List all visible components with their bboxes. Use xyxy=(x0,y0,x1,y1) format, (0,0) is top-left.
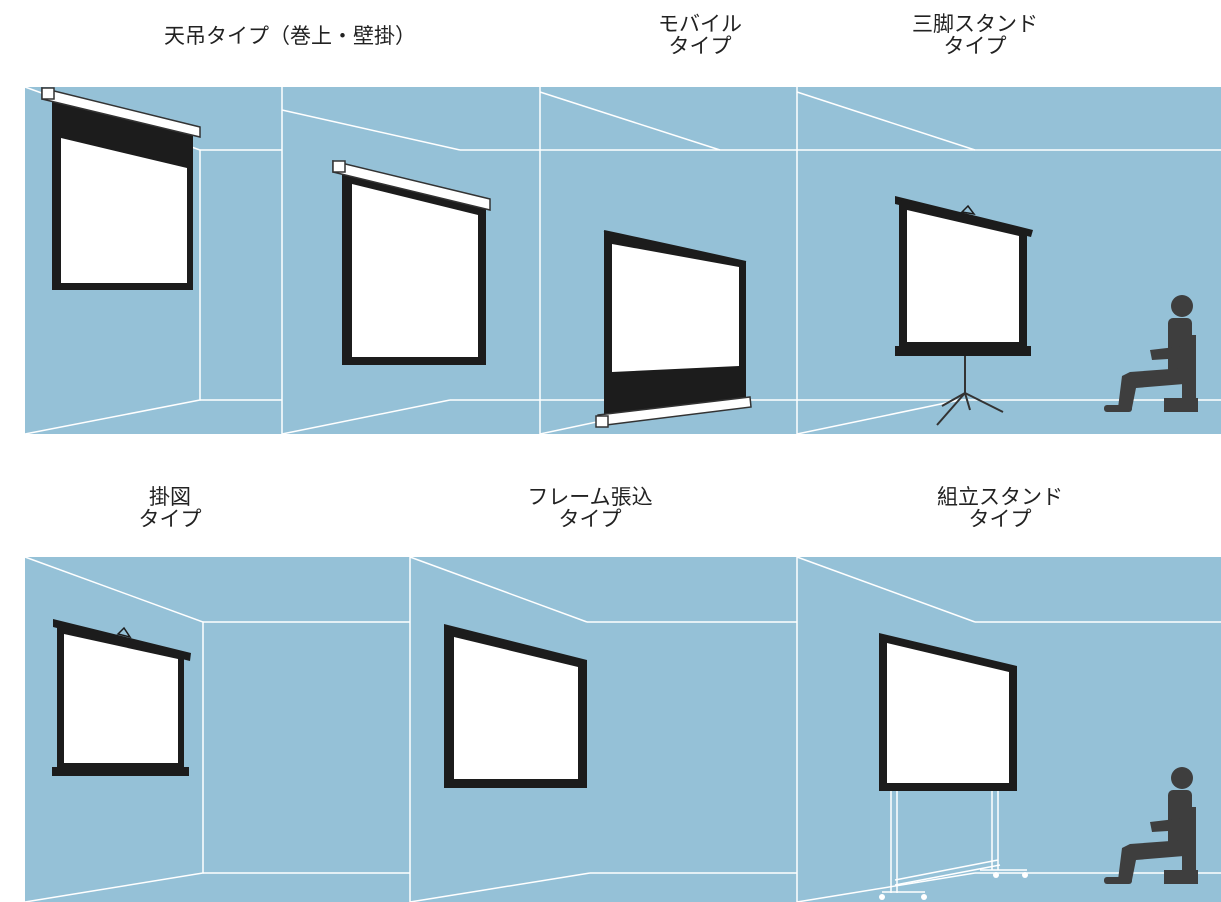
frame-screen xyxy=(444,624,587,788)
label-mobile-type: モバイル タイプ xyxy=(658,12,742,58)
mobile-screen xyxy=(595,230,752,428)
hanging-screen xyxy=(52,619,191,776)
ceiling-screen xyxy=(41,87,201,290)
seated-person-icon xyxy=(1104,767,1198,884)
label-ceiling-type: 天吊タイプ（巻上・壁掛） xyxy=(164,24,416,48)
wall-screen xyxy=(332,160,491,365)
assembled-stand-screen xyxy=(879,633,1028,900)
label-stand-type: 組立スタンド タイプ xyxy=(937,485,1063,531)
label-hanging-type: 掛図 タイプ xyxy=(138,485,202,531)
tripod-screen xyxy=(895,196,1033,426)
room-panel-row2 xyxy=(25,557,1221,902)
seated-person-icon xyxy=(1104,295,1198,412)
label-frame-type: フレーム張込 タイプ xyxy=(527,485,653,531)
label-tripod-type: 三脚スタンド タイプ xyxy=(912,12,1038,58)
